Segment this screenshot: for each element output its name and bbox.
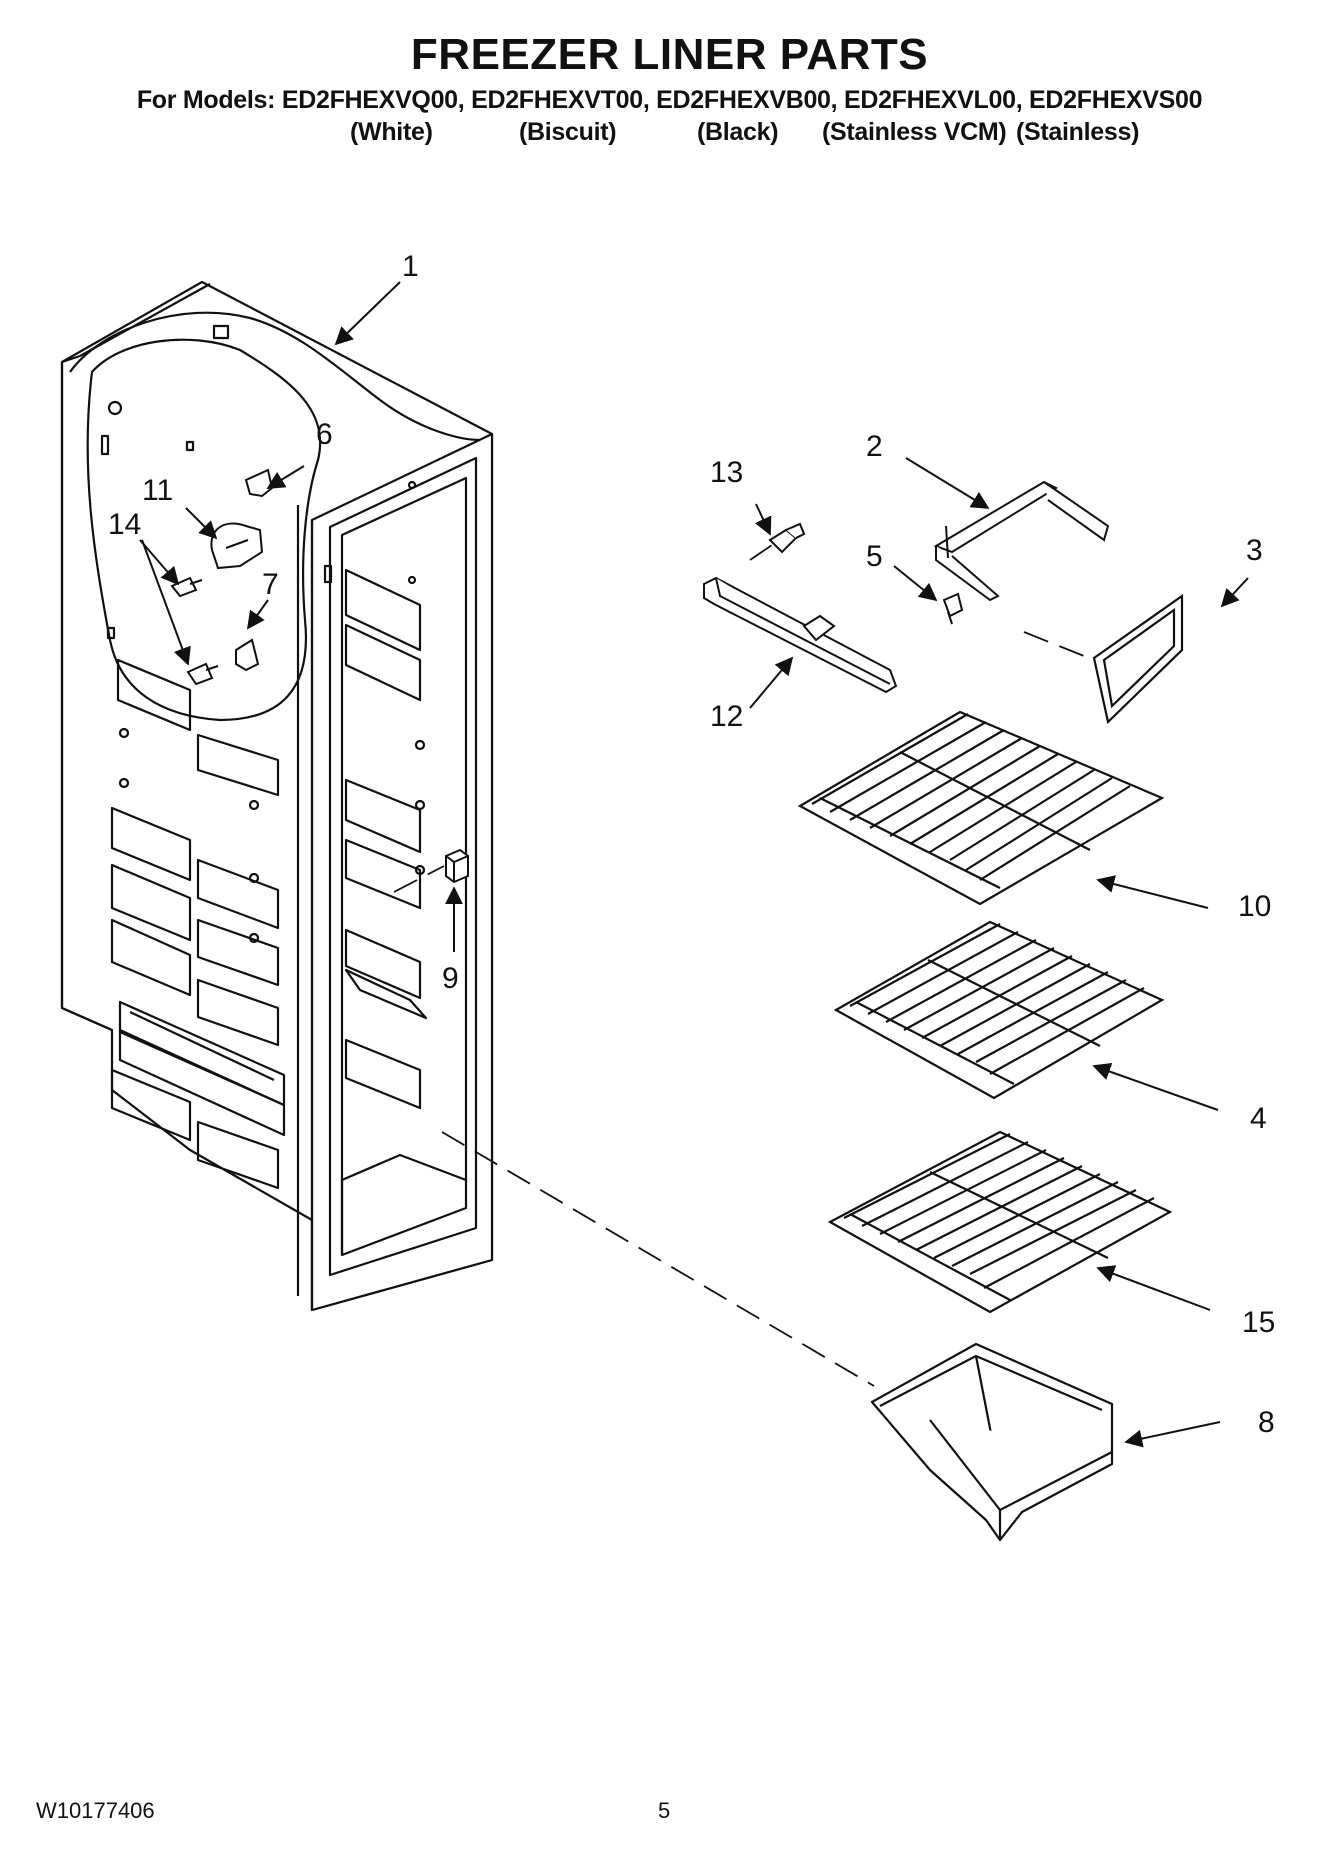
variant-white: (White) — [350, 118, 433, 146]
page-number: 5 — [658, 1798, 671, 1823]
bracket-2 — [933, 480, 1110, 602]
small-parts — [170, 468, 274, 686]
callout-8: 8 — [1258, 1406, 1275, 1439]
leader-lines — [139, 281, 1249, 1448]
variant-biscuit: (Biscuit) — [519, 118, 617, 146]
callout-4: 4 — [1250, 1102, 1267, 1135]
callout-1: 1 — [402, 250, 419, 283]
freezer-liner — [60, 280, 494, 1312]
callout-6: 6 — [316, 418, 333, 451]
wire-shelf-10 — [797, 710, 1165, 906]
variant-black: (Black) — [697, 118, 779, 146]
callout-11: 11 — [142, 474, 173, 507]
bin-8 — [870, 1342, 1114, 1542]
callout-9: 9 — [442, 962, 459, 995]
page-title: FREEZER LINER PARTS — [410, 30, 929, 79]
callout-3: 3 — [1246, 534, 1263, 567]
callout-15: 15 — [1242, 1306, 1275, 1339]
callout-13: 13 — [710, 456, 743, 489]
callout-7: 7 — [262, 568, 279, 601]
callout-12: 12 — [710, 700, 743, 733]
variant-labels: (White) (Biscuit) (Black) (Stainless VCM… — [0, 118, 1339, 150]
bracket-9 — [445, 848, 469, 884]
screw-13 — [768, 522, 806, 554]
callout-14: 14 — [108, 508, 141, 541]
wire-shelf-4 — [833, 920, 1165, 1100]
wire-shelf-15 — [827, 1130, 1173, 1314]
screw-5 — [942, 592, 964, 625]
bracket-12 — [703, 576, 898, 694]
dashed-guides — [393, 544, 1095, 1387]
callout-5: 5 — [866, 540, 883, 573]
callout-2: 2 — [866, 430, 883, 463]
callout-10: 10 — [1238, 890, 1271, 923]
panel-3 — [1092, 593, 1184, 725]
variant-stainless-vcm: (Stainless VCM) — [822, 118, 1007, 146]
variant-stainless: (Stainless) — [1016, 118, 1140, 146]
document-number: W10177406 — [36, 1798, 155, 1823]
models-line: For Models: ED2FHEXVQ00, ED2FHEXVT00, ED… — [136, 86, 1203, 114]
